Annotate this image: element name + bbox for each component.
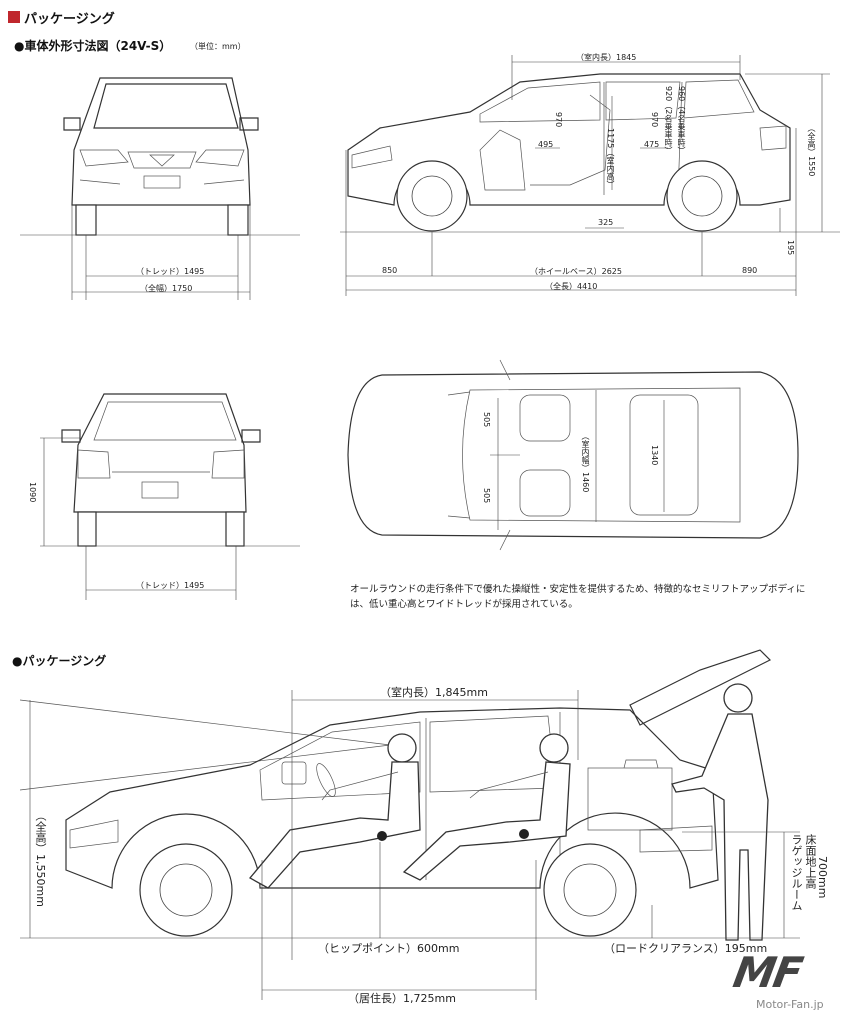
four-passenger-note: 960（4名乗車時） — [677, 86, 686, 155]
front-overhang-label: 850 — [382, 266, 398, 275]
two-passenger-note: 920（2名乗車時） — [664, 86, 673, 155]
interior-width-label: （室内幅）1460 — [581, 432, 590, 493]
top-rear-half-label: 505 — [482, 488, 491, 504]
front-legroom-label: 495 — [538, 140, 554, 149]
rear-headroom-label: 970 — [650, 112, 659, 128]
packaging-height-label: （全高）1,550mm — [34, 810, 47, 907]
rear-height-label: 1090 — [28, 482, 37, 503]
wheelbase-label: （ホイールベース）2625 — [530, 267, 622, 276]
caption-text: オールラウンドの走行条件下で優れた操縦性・安定性を提供するため、特徴的なセミリフ… — [350, 584, 806, 610]
section-marker — [8, 11, 20, 23]
seat-gap-label: 325 — [598, 218, 614, 227]
rear-overhang-label: 890 — [742, 266, 758, 275]
side-ground-clearance-label: 195 — [786, 240, 795, 256]
unit-label: （単位：mm） — [190, 42, 246, 51]
luggage-label-b: 床面地上高 — [804, 834, 817, 889]
packaging-title: ●パッケージング — [12, 654, 107, 668]
luggage-label-c: 700mm — [816, 856, 829, 899]
side-interior-length-label: （室内長）1845 — [576, 53, 637, 62]
packaging-interior-length-label: （室内長）1,845mm — [380, 686, 488, 699]
interior-height-label: 1175（室内高） — [606, 128, 615, 189]
overall-length-label: （全長）4410 — [545, 282, 598, 291]
rear-legroom-label: 475 — [644, 140, 660, 149]
motor-fan-site: Motor-Fan.jp — [756, 998, 824, 1011]
rear-width-label: 1340 — [650, 445, 659, 466]
front-tread-label: （トレッド）1495 — [136, 267, 205, 276]
diagram-subtitle: ●車体外形寸法図（24V-S） — [14, 39, 172, 53]
living-length-label: （居住長）1,725mm — [348, 992, 456, 1005]
front-headroom-label: 970 — [554, 112, 563, 128]
front-width-label: （全幅）1750 — [140, 284, 193, 293]
ground-clearance-label: （ロードクリアランス）195mm — [604, 942, 768, 955]
hip-point-label: （ヒップポイント）600mm — [318, 942, 460, 955]
rear-tread-label: （トレッド）1495 — [136, 581, 205, 590]
luggage-label-a: ラゲッジルーム — [790, 834, 803, 911]
motor-fan-logo: MF — [729, 948, 805, 997]
section-title: パッケージング — [24, 12, 115, 27]
side-height-label: （全高）1550 — [807, 124, 816, 177]
top-front-half-label: 505 — [482, 412, 491, 428]
